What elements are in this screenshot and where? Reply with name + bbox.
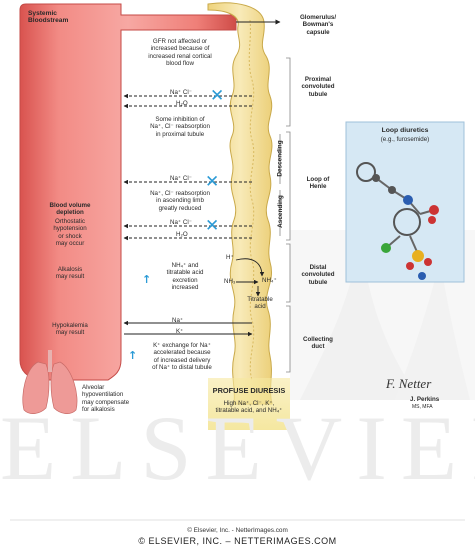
loop-diuretics-title: Loop diuretics	[381, 127, 429, 134]
artist-name: J. Perkins	[410, 396, 440, 403]
furosemide-label: (e.g., furosemide)	[380, 136, 430, 143]
na-collecting: Na⁺	[172, 317, 184, 324]
systemic-bloodstream-label: Systemic Bloodstream	[28, 10, 69, 25]
profuse-diuresis-detail: High Na⁺, Cl⁻, K⁺, titratable acid, and …	[215, 400, 283, 415]
na-cl-loop: Na⁺ Cl⁻	[170, 175, 193, 182]
profuse-diuresis-box	[208, 378, 290, 430]
na-cl-proximal: Na⁺ Cl⁻	[170, 89, 193, 96]
furosemide-molecule	[356, 162, 439, 280]
systemic-bloodstream-vessel	[19, 3, 237, 381]
nh4-label: NH₄⁺	[262, 277, 277, 284]
block-x-icon-proximal: ✕	[210, 86, 225, 106]
ascending-label: Ascending	[276, 195, 284, 228]
up-arrow-icon-k: ↑	[128, 349, 138, 362]
up-arrow-icon-nh4: ↑	[142, 273, 152, 286]
titratable-acid-label: Titratable acid	[247, 296, 273, 311]
h-plus-label: H⁺	[226, 254, 234, 261]
profuse-diuresis-title: PROFUSE DIURESIS	[212, 386, 286, 395]
block-x-icon-loop: ✕	[205, 172, 220, 192]
segment-brackets	[279, 57, 291, 373]
loop-of-henle-label: Loop of Henle	[306, 176, 330, 191]
ascending-limb-note: Na⁺, Cl⁻ reabsorption in ascending limb …	[150, 190, 210, 212]
artist-credentials: MS, MFA	[412, 404, 433, 410]
alveolar-hypoventilation-label: Alveolar hypoventilation may compensate …	[82, 384, 130, 414]
proximal-inhibition-note: Some inhibition of Na⁺, Cl⁻ reabsorption…	[150, 116, 210, 138]
distal-tubule-label: Distal convoluted tubule	[301, 264, 335, 286]
k-exchange-note: K⁺ exchange for Na⁺ accelerated because …	[152, 342, 212, 372]
h2o-distal: H₂O	[176, 231, 188, 238]
descending-label: Descending	[276, 140, 284, 177]
orthostatic-hypotension-label: Orthostatic hypotension or shock may occ…	[53, 218, 87, 248]
acid-secretion-arrows	[235, 258, 265, 297]
netter-signature: F. Netter	[386, 376, 432, 391]
h2o-proximal: H₂O	[176, 100, 188, 107]
k-collecting: K⁺	[176, 328, 184, 335]
glomerulus-label: Glomerulus/ Bowman's capsule	[299, 14, 337, 36]
gfr-note: GFR not affected or increased because of…	[148, 38, 212, 68]
alkalosis-label: Alkalosis may result	[55, 266, 85, 281]
transport-arrows	[123, 93, 253, 337]
blood-volume-depletion-label: Blood volume depletion	[49, 202, 91, 217]
lung-image	[22, 350, 78, 414]
proximal-tubule-label: Proximal convoluted tubule	[301, 76, 335, 98]
elsevier-watermark: ELSEVIER	[0, 397, 475, 499]
nh3-label: NH₃	[224, 278, 236, 285]
collecting-duct-label: Collecting duct	[303, 336, 333, 351]
hypokalemia-label: Hypokalemia may result	[52, 322, 88, 337]
block-x-icon-distal: ✕	[205, 216, 220, 236]
footer-copyright-large: © ELSEVIER, INC. – NETTERIMAGES.COM	[138, 536, 337, 546]
na-cl-distal: Na⁺ Cl⁻	[170, 219, 193, 226]
footer-copyright-small: © Elsevier, Inc. - NetterImages.com	[187, 527, 288, 534]
tubule-lumen	[248, 19, 255, 381]
nh4-excretion-note: NH₄⁺ and titratable acid excretion incre…	[166, 262, 204, 292]
